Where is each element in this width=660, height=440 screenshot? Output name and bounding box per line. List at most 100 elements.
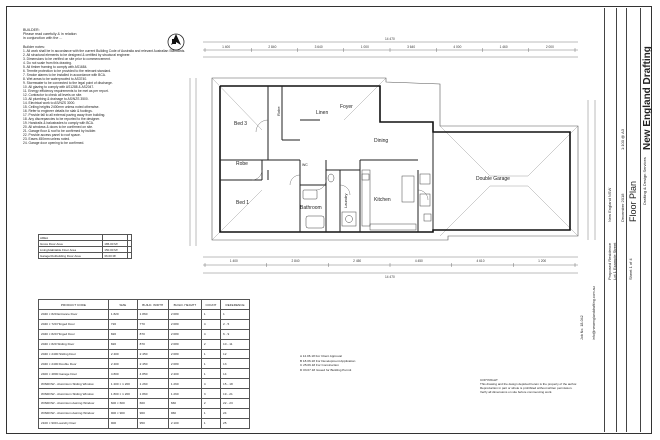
schedule-cell: 15 - 18 — [220, 378, 250, 390]
schedule-cell: 4 800 — [107, 368, 138, 380]
room-label-robe: Robe — [236, 161, 248, 167]
schedule-cell: 10 - 11 — [220, 338, 250, 350]
schedule-cell: 950 — [136, 417, 169, 429]
room-label-foyer: Foyer — [340, 104, 353, 110]
schedule-cell: 4 — [200, 318, 222, 330]
note-item: 4. Do not scale from this drawing. — [23, 60, 72, 65]
schedule-cell: 22 - 23 — [220, 398, 250, 409]
schedule-cell: 900 × 900 — [107, 407, 138, 419]
dimension-label: 1 400 — [229, 259, 238, 263]
contact-email: info@newenglanddrafting.com.au — [592, 286, 596, 340]
note-item: 2. All structural elements to be designe… — [23, 52, 131, 57]
schedule-cell: 1 — [200, 309, 222, 320]
schedule-cell: 19 - 21 — [220, 388, 250, 400]
schedule-cell: 1 260 — [167, 388, 202, 400]
revision-item: D 03.07.18 Issued for Building Permit — [300, 367, 352, 372]
copyright-title: COPYRIGHT — [480, 378, 498, 382]
dimension-label: 3 640 — [407, 45, 416, 49]
schedule-cell: 2 400 — [107, 348, 138, 360]
note-item: 5. All timber framing to comply with AS1… — [23, 64, 88, 69]
note-item: 3. Dimensions to be verified on site pri… — [23, 56, 111, 61]
roof-outline — [211, 77, 579, 241]
schedule-cell: 2 080 — [167, 358, 202, 370]
site-address: Lot 1 Example Street — [612, 242, 617, 280]
schedule-cell: 600 × 600 — [107, 398, 138, 409]
schedule-cell: 1 260 — [167, 378, 202, 390]
schedule-cell: 4 — [200, 328, 222, 340]
dimension-label: 1 200 — [538, 259, 547, 263]
revision-item: B 18.06.18 For Development Application — [300, 358, 356, 363]
note-item: 16. Refer to engineer details for slab &… — [23, 108, 93, 113]
note-item: 17. Provide fall to all external paving … — [23, 112, 106, 117]
note-item: 21. Garage floor & roof to be confirmed … — [23, 128, 97, 133]
north-arrow-icon — [167, 33, 185, 51]
schedule-cell: 1 860 — [136, 309, 169, 320]
builder-notes: BUILDER: Please read carefully & in rela… — [23, 28, 185, 145]
title-block-divider — [616, 8, 617, 432]
note-item: 13. All plumbing & drainage to AS/NZS 35… — [23, 96, 89, 101]
schedule-cell: 14 — [220, 368, 250, 380]
title-block-divider — [640, 8, 641, 432]
schedule-cell: WINDOW - Aluminium Awning Window — [38, 407, 109, 419]
schedule-cell: 2040 × 720 Hinged Door — [38, 318, 109, 330]
dimension-label: 1 460 — [499, 45, 508, 49]
room-label-laundry: Laundry — [343, 193, 348, 208]
schedule-cell: 2040 × 820 Entrance Door — [38, 309, 109, 320]
schedule-cell: 2040 × 2400 Sliding Door — [38, 348, 109, 360]
notes-header-line: BUILDER: — [23, 28, 40, 32]
dimension-label: 2 840 — [268, 45, 277, 49]
schedule-cell: 2 - 5 — [220, 318, 250, 330]
drawing-title: Floor Plan — [628, 180, 638, 222]
schedule-cell: 2 080 — [167, 338, 202, 350]
schedule-header: REFERENCE — [220, 299, 250, 310]
note-item: 18. Any discrepancies to be reported to … — [23, 116, 100, 121]
schedule-cell: 1 — [200, 358, 222, 370]
schedule-header: SIZE — [107, 299, 138, 310]
schedule-cell: 2400 × 4800 Garage Door — [38, 368, 109, 380]
schedule-cell: 4 850 — [136, 368, 169, 380]
dimension-label: 2 000 — [545, 45, 554, 49]
room-label-bathroom: Bathroom — [300, 205, 322, 211]
schedule-cell: 820 — [107, 328, 138, 340]
schedule-cell: 820 — [107, 338, 138, 350]
schedule-cell: 1 — [220, 309, 250, 320]
sheet-border — [6, 6, 652, 434]
room-label-robe-top: Robe — [276, 106, 281, 116]
schedule-cell: 2 400 — [167, 368, 202, 380]
area-cell: Garage/Outbuilding Floor Area — [37, 252, 104, 259]
schedule-cell: 1 260 — [136, 378, 169, 390]
revision-item: A 12.06.18 For Client Approval — [300, 354, 342, 358]
schedule-cell: WINDOW - Aluminium Sliding Window — [38, 388, 109, 400]
schedule-cell: 2040 × 2400 Double Door — [38, 358, 109, 370]
room-label-garage: Double Garage — [476, 176, 510, 182]
schedule-cell: 870 — [136, 338, 169, 350]
schedule-cell: 2 080 — [167, 318, 202, 330]
note-item: 11. Energy efficiency requirements to be… — [23, 88, 109, 93]
schedule-cell: 770 — [136, 318, 169, 330]
schedule-cell: 1 800 × 1 200 — [107, 388, 138, 400]
schedule-cell: WINDOW - Aluminium Awning Window — [38, 398, 109, 409]
schedule-cell: 660 — [167, 398, 202, 409]
note-item: 6. Termite protection to be provided to … — [23, 68, 112, 73]
schedule-cell: 1 200 × 1 200 — [107, 378, 138, 390]
room-label-bed1: Bed 1 — [236, 200, 250, 206]
schedule-header: BUILD. WIDTH — [136, 299, 169, 310]
note-item: 23. Eaves 450mm unless noted. — [23, 136, 71, 141]
schedule-cell: 2 080 — [167, 309, 202, 320]
dimension-total-bottom: 14 470 — [385, 275, 395, 279]
dimension-label: 4 610 — [476, 259, 485, 263]
note-item: 7. Smoke alarms to be installed in accor… — [23, 72, 106, 77]
dimension-label: 4 000 — [453, 45, 462, 49]
notes-header-line: Please read carefully & in relation — [23, 32, 77, 37]
schedule-cell: 2 080 — [167, 348, 202, 360]
schedule-cell: 2 450 — [136, 358, 169, 370]
schedule-cell: 2100 × 900 Laundry Door — [38, 417, 109, 429]
